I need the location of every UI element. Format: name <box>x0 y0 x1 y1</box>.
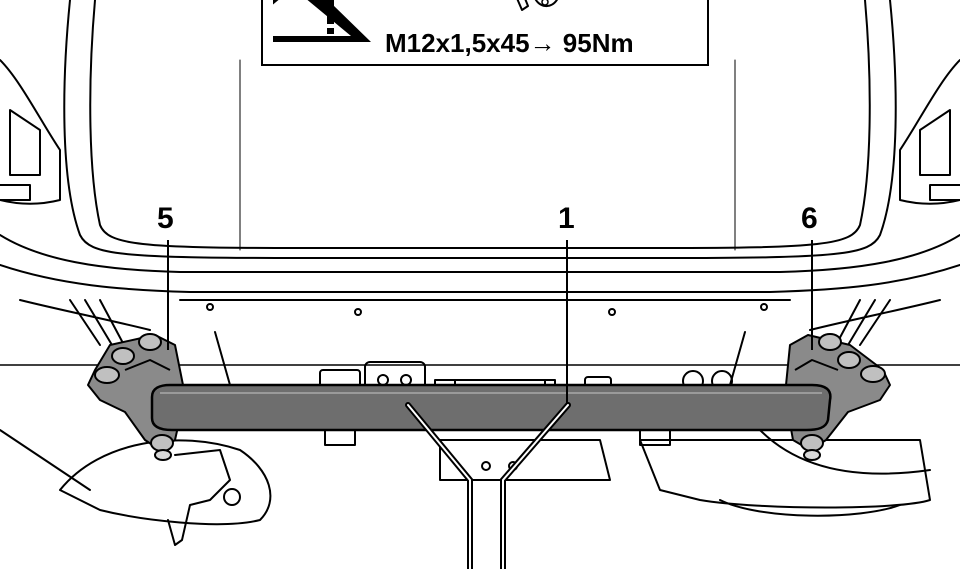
warning-triangle-icon <box>273 0 371 42</box>
torque-wrench-icon <box>516 0 558 11</box>
bumper-lower <box>0 264 960 293</box>
tailgate-outline <box>63 0 897 259</box>
exhaust-left <box>59 439 272 526</box>
spare-wheel-well <box>639 439 931 509</box>
callout-leaders <box>167 240 813 403</box>
callout-left-bracket: 5 <box>157 202 174 235</box>
right-taillight <box>899 59 960 205</box>
left-taillight <box>0 59 61 205</box>
torque-warning-box: M12x1,5x45→ 95Nm <box>261 0 709 66</box>
tailgate-inner <box>89 0 871 249</box>
bumper-upper <box>0 234 960 273</box>
crossbar <box>150 383 832 432</box>
callout-right-bracket: 6 <box>801 202 818 235</box>
torque-spec: M12x1,5x45→ 95Nm <box>385 28 634 58</box>
callout-crossbar: 1 <box>558 202 575 235</box>
